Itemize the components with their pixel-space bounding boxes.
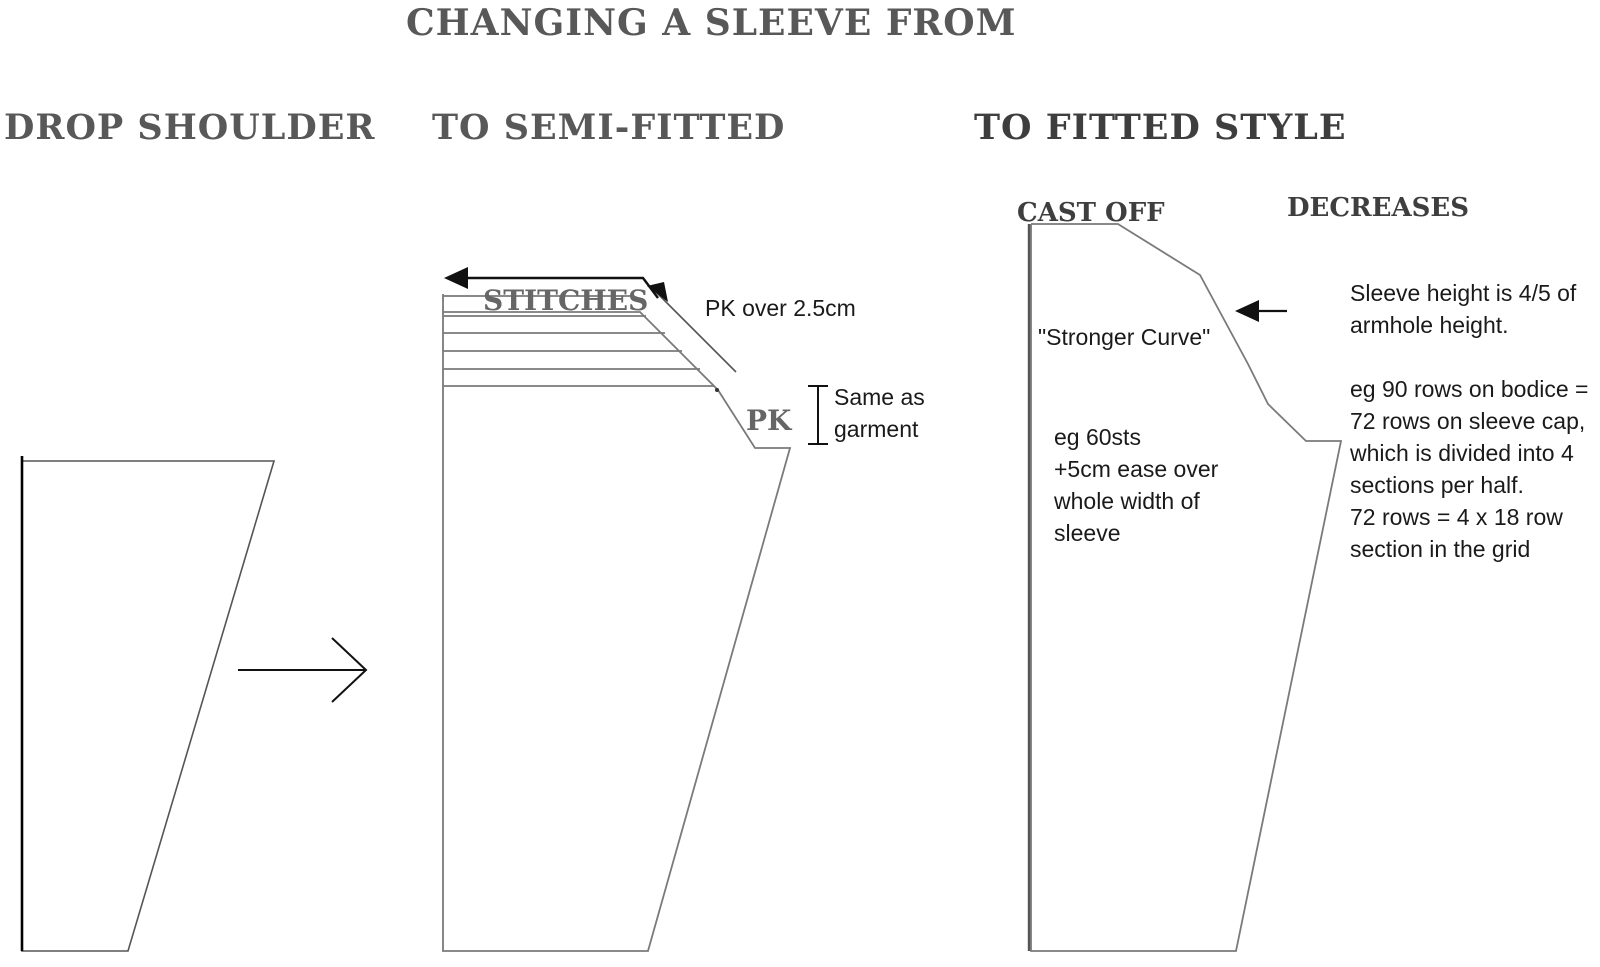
note-line: section in the grid	[1350, 536, 1531, 562]
drop-shoulder-outline	[21, 460, 276, 952]
pk-note: PK over 2.5cm	[705, 295, 856, 321]
ease-note: eg 60sts +5cm ease over whole width of s…	[1054, 421, 1218, 549]
pk-label: PK	[746, 404, 792, 437]
transition-arrow-icon	[238, 637, 368, 703]
stitches-arrow-icon	[444, 267, 668, 302]
fitted-sleeve	[1027, 223, 1343, 952]
note-line: sleeve	[1054, 520, 1121, 546]
note-line: whole width of	[1054, 488, 1200, 514]
note-line: eg 60sts	[1054, 424, 1141, 450]
pk-guide-line	[654, 290, 737, 373]
note-line: armhole height.	[1350, 312, 1509, 338]
decreases-label: DECREASES	[1287, 193, 1470, 223]
semi-fitted-sleeve	[442, 290, 792, 952]
rows-note: eg 90 rows on bodice = 72 rows on sleeve…	[1350, 373, 1588, 565]
stitches-label: STITCHES	[483, 284, 649, 317]
note-line: eg 90 rows on bodice =	[1350, 376, 1589, 402]
stronger-curve-note: "Stronger Curve"	[1038, 324, 1211, 350]
semi-fitted-outline	[442, 294, 792, 952]
same-as-garment-note: Same as garment	[834, 381, 925, 445]
note-line: garment	[834, 416, 919, 442]
note-line: 72 rows = 4 x 18 row	[1350, 504, 1563, 530]
stage-label-semi-fitted: TO SEMI-FITTED	[432, 107, 786, 148]
decreases-arrow-icon	[1235, 300, 1287, 322]
note-line: Sleeve height is 4/5 of	[1350, 280, 1577, 306]
fitted-outline	[1030, 223, 1343, 952]
note-line: which is divided into 4	[1350, 440, 1574, 466]
stage-label-fitted: TO FITTED STYLE	[974, 107, 1347, 148]
stage-label-drop-shoulder: DROP SHOULDER	[4, 107, 376, 148]
height-bracket-icon	[808, 385, 828, 445]
diagram-title: CHANGING A SLEEVE FROM	[406, 2, 1017, 44]
note-line: Same as	[834, 384, 925, 410]
pk-point-marker	[715, 388, 719, 392]
note-line: 72 rows on sleeve cap,	[1350, 408, 1586, 434]
sleeve-height-note: Sleeve height is 4/5 of armhole height.	[1350, 277, 1576, 341]
cast-off-label: CAST OFF	[1017, 198, 1165, 228]
note-line: +5cm ease over	[1054, 456, 1219, 482]
note-line: sections per half.	[1350, 472, 1524, 498]
drop-shoulder-sleeve	[20, 456, 276, 952]
